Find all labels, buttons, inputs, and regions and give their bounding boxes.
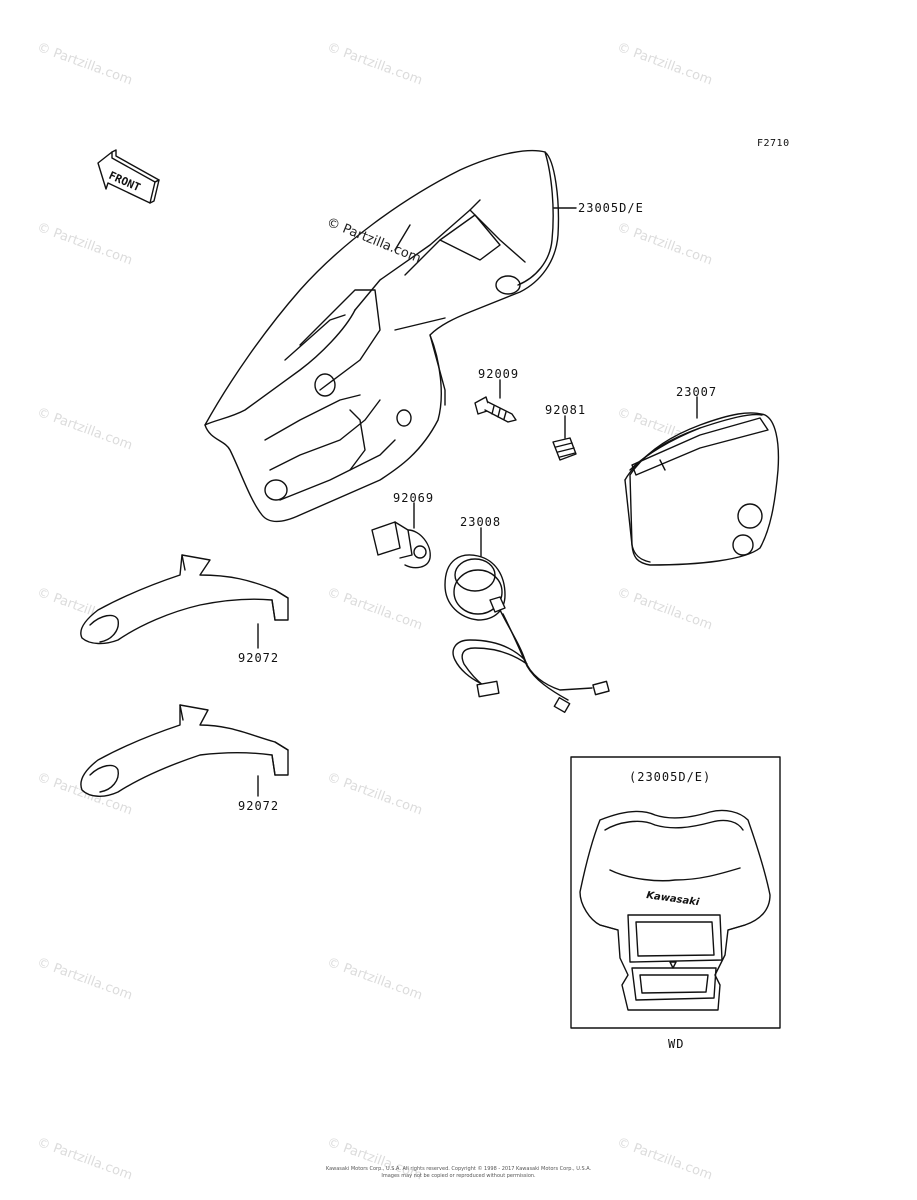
bracket-92072-lower <box>80 704 289 797</box>
part-label-23008: 23008 <box>460 515 502 529</box>
grommet-92081 <box>552 437 577 461</box>
front-arrow-icon: FRONT <box>97 149 160 204</box>
headlight-unit-23007 <box>624 412 780 566</box>
bolt-92009 <box>474 396 517 423</box>
copyright-notice: Kawasaki Motors Corp., U.S.A. All rights… <box>0 1166 917 1180</box>
part-label-23007: 23007 <box>676 385 718 399</box>
copyright-line-1: Kawasaki Motors Corp., U.S.A. All rights… <box>325 1166 592 1172</box>
part-label-92072-upper: 92072 <box>238 651 280 665</box>
part-label-92069: 92069 <box>393 491 435 505</box>
inset-headlight-cover <box>579 809 771 1011</box>
figure-code: F2710 <box>757 138 790 149</box>
part-label-23005: 23005D/E <box>578 201 644 215</box>
inset-caption: WD <box>668 1037 685 1051</box>
bracket-92072-upper <box>80 554 289 645</box>
part-label-92081: 92081 <box>545 403 587 417</box>
part-label-92072-lower: 92072 <box>238 799 280 813</box>
bulb-92069 <box>371 521 431 569</box>
inset-title: (23005D/E) <box>629 770 712 784</box>
socket-harness-23008 <box>444 554 610 714</box>
copyright-line-2: Images may not be copied or reproduced w… <box>381 1173 536 1179</box>
headlight-cover <box>204 149 560 523</box>
part-label-92009: 92009 <box>478 367 520 381</box>
